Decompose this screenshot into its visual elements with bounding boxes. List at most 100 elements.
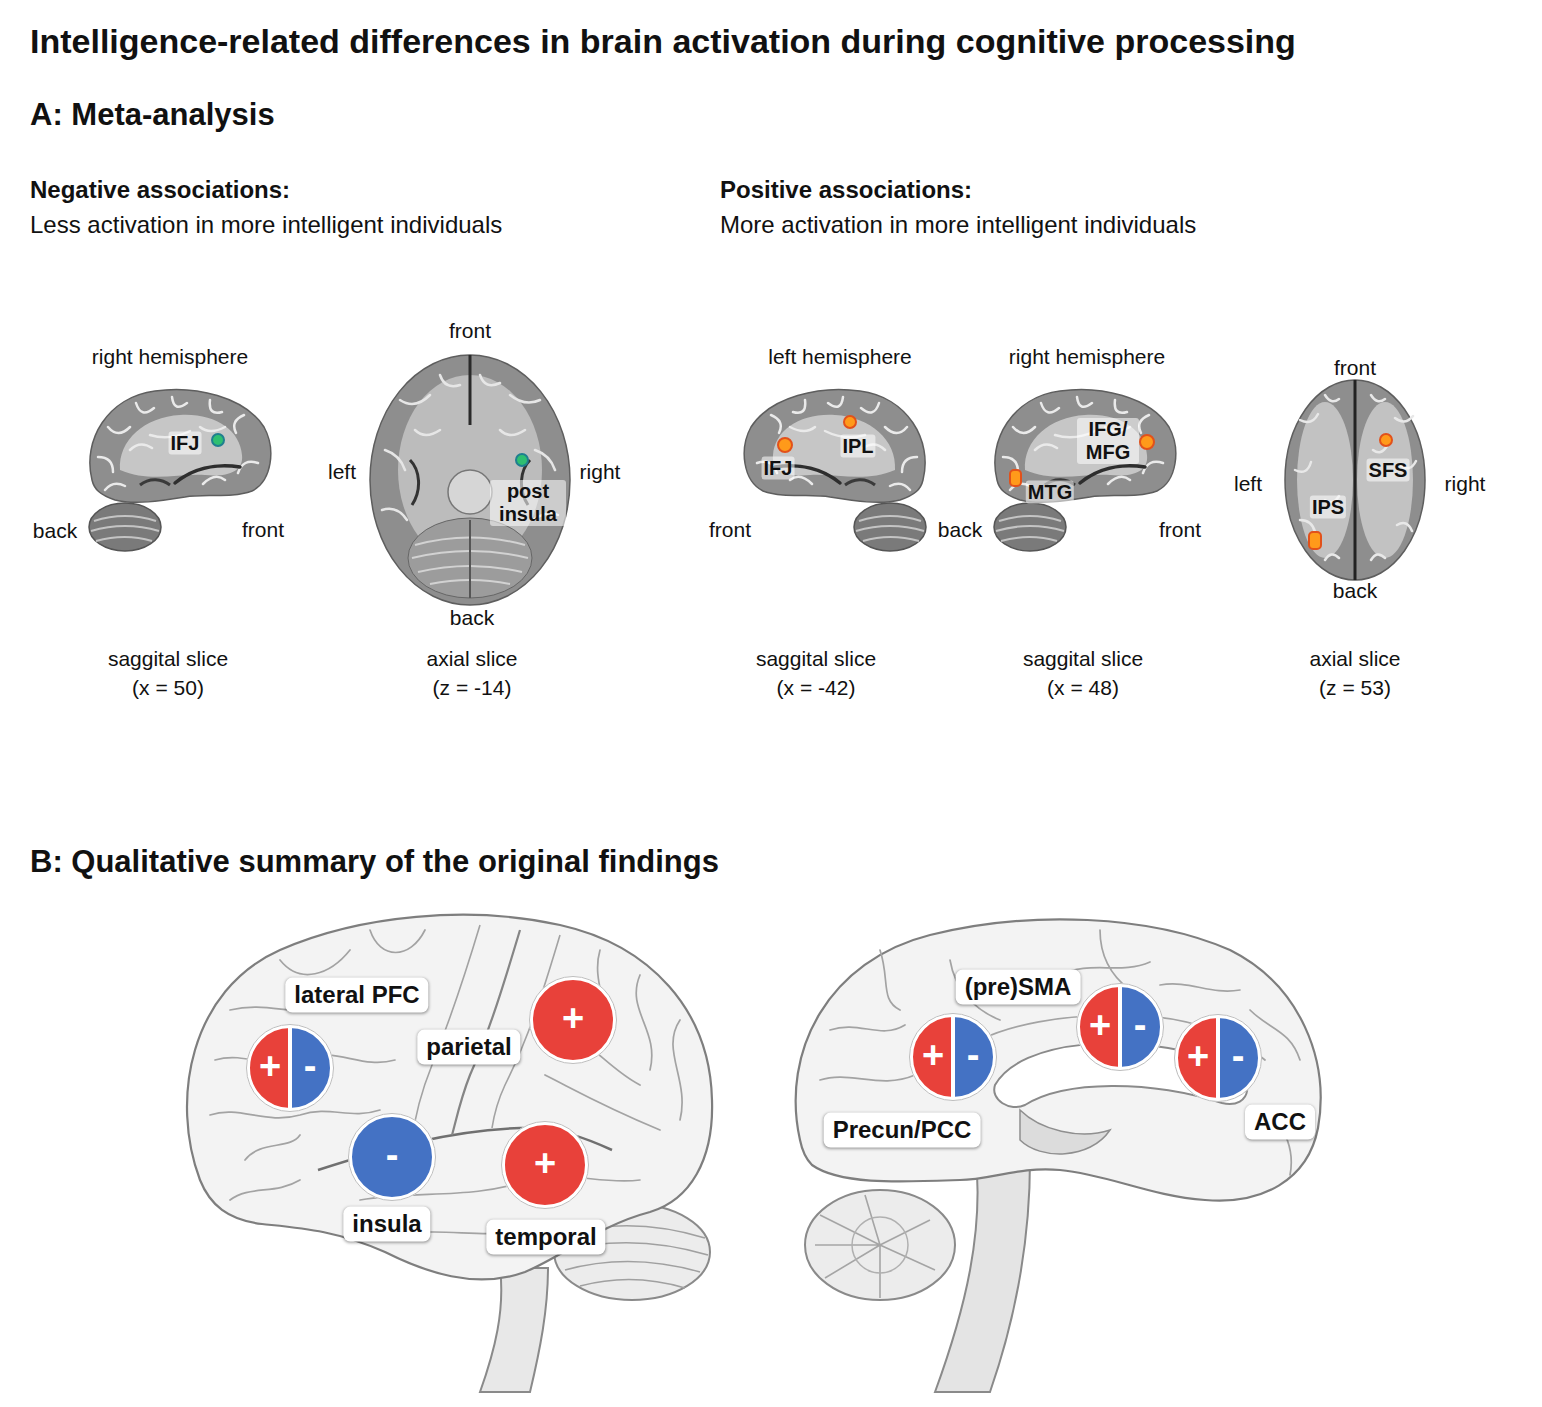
figure-title: Intelligence-related differences in brai… <box>30 22 1296 61</box>
divider <box>951 1015 955 1099</box>
direction-label: back <box>938 518 982 542</box>
circle-fill <box>531 978 615 1062</box>
path-shape <box>1354 380 1357 580</box>
region-name: insula <box>352 1210 421 1239</box>
path-shape <box>480 1268 548 1392</box>
subheading: Negative associations: <box>30 176 290 204</box>
circle-outline <box>910 1014 997 1101</box>
medial-brain <box>796 919 1321 1392</box>
slice-heading: right hemisphere <box>92 345 248 369</box>
slice-heading: right hemisphere <box>1009 345 1165 369</box>
association-sign: - <box>304 1047 317 1085</box>
positive-half <box>1078 985 1120 1069</box>
region-label-box: temporal <box>486 1220 605 1255</box>
path-shape <box>210 930 682 1235</box>
positive-half <box>248 1026 290 1110</box>
subheading-note: More activation in more intelligent indi… <box>720 211 1196 239</box>
direction-label: front <box>709 518 751 542</box>
region-label: MTG <box>1026 481 1074 504</box>
direction-label: front <box>1334 356 1376 380</box>
subheading-note: Less activation in more intelligent indi… <box>30 211 502 239</box>
association-sign: + <box>1187 1037 1209 1075</box>
association-circle: +- <box>246 1024 334 1112</box>
use-shape <box>994 390 1176 552</box>
association-circle: + <box>529 976 617 1064</box>
circle-shape <box>852 1217 908 1273</box>
axial-slice <box>1285 380 1425 580</box>
ellipse-shape <box>1285 380 1425 580</box>
negative-half <box>290 1026 332 1110</box>
slice-coordinate: (z = 53) <box>1319 676 1391 700</box>
path-shape <box>1295 395 1416 560</box>
circle-outline <box>502 1122 589 1209</box>
association-sign: + <box>922 1036 944 1074</box>
subheading: Positive associations: <box>720 176 972 204</box>
positive-half <box>911 1015 953 1099</box>
circle-shape <box>1380 434 1392 446</box>
negative-half <box>953 1015 995 1099</box>
region-label: IFG/ MFG <box>1077 418 1139 464</box>
circle-fill <box>350 1115 434 1199</box>
circle-ring <box>503 1123 587 1207</box>
region-label-box: parietal <box>417 1030 520 1065</box>
association-circle: +- <box>909 1013 997 1101</box>
circle-outline <box>1077 984 1164 1071</box>
ellipse-shape <box>805 1190 955 1300</box>
association-circle: +- <box>1174 1014 1262 1102</box>
slice-coordinate: (x = -42) <box>777 676 856 700</box>
circle-ring <box>531 978 615 1062</box>
association-sign: - <box>386 1136 399 1174</box>
negative-half <box>1120 985 1162 1069</box>
association-sign: - <box>1232 1037 1245 1075</box>
circle-outline <box>1175 1015 1262 1102</box>
divider <box>288 1026 292 1110</box>
region-label: IFJ <box>762 457 795 480</box>
negative-half <box>1218 1016 1260 1100</box>
association-sign: + <box>259 1047 281 1085</box>
circle-shape <box>516 454 528 466</box>
path-shape <box>815 1195 935 1298</box>
circle-ring <box>350 1115 434 1199</box>
path-shape <box>1020 1110 1110 1154</box>
direction-label: back <box>1333 579 1377 603</box>
ellipse-shape <box>1297 402 1353 558</box>
rect-shape <box>1010 470 1021 486</box>
slice-caption: axial slice <box>1309 647 1400 671</box>
positive-half <box>1176 1016 1218 1100</box>
region-label-box: lateral PFC <box>285 978 428 1013</box>
path-shape <box>469 355 472 425</box>
association-sign: + <box>534 1144 556 1182</box>
region-label-box: (pre)SMA <box>956 970 1081 1005</box>
use-shape <box>744 390 926 552</box>
circle-shape <box>778 438 792 452</box>
divider <box>1216 1016 1220 1100</box>
association-circle: + <box>501 1121 589 1209</box>
region-name: (pre)SMA <box>965 973 1072 1002</box>
direction-label: front <box>449 319 491 343</box>
association-sign: + <box>1089 1006 1111 1044</box>
region-label-box: Precun/PCC <box>824 1113 981 1148</box>
circle-shape <box>448 470 492 514</box>
slice-coordinate: (x = 50) <box>132 676 204 700</box>
ellipse-shape <box>370 355 570 605</box>
region-name: Precun/PCC <box>833 1116 972 1145</box>
direction-label: back <box>33 519 77 543</box>
region-label: SFS <box>1367 459 1410 482</box>
path-shape <box>935 1150 1030 1392</box>
slice-caption: saggital slice <box>1023 647 1143 671</box>
slice-heading: left hemisphere <box>768 345 912 369</box>
circle-outline <box>530 977 617 1064</box>
section-heading: B: Qualitative summary of the original f… <box>30 844 719 880</box>
region-label-box: ACC <box>1245 1105 1315 1140</box>
region-label: IFJ <box>169 432 202 455</box>
divider <box>1118 985 1122 1069</box>
region-label: IPS <box>1310 496 1346 519</box>
slice-caption: saggital slice <box>108 647 228 671</box>
direction-label: front <box>242 518 284 542</box>
ellipse-shape <box>1357 402 1413 558</box>
path-shape <box>469 520 471 598</box>
association-sign: - <box>1134 1006 1147 1044</box>
region-name: parietal <box>426 1033 511 1062</box>
region-label: IPL <box>840 435 875 458</box>
